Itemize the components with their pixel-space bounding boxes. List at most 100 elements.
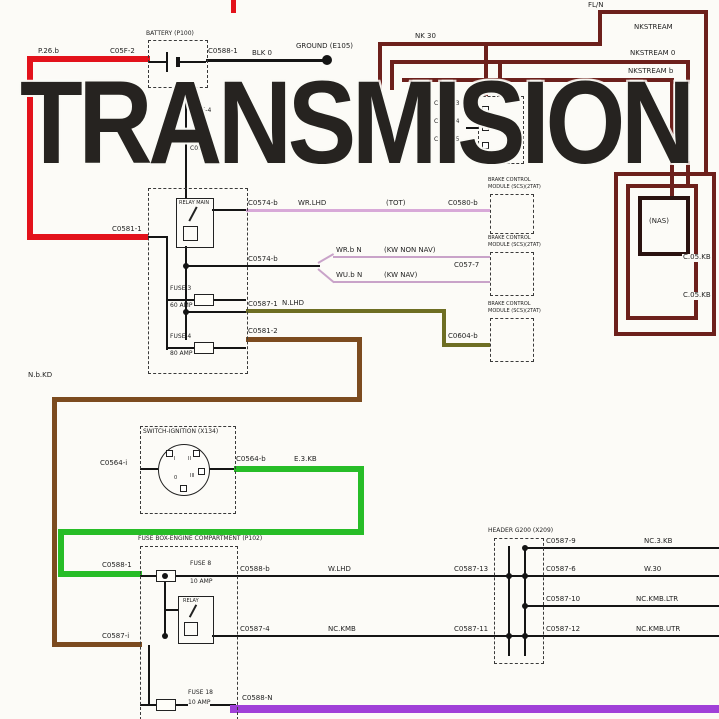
wire-maroon-drop-b — [498, 62, 502, 96]
header-bus-2 — [524, 546, 526, 656]
wire-relay-out2-stub — [185, 265, 246, 267]
wire-olive-h2 — [442, 343, 490, 347]
wire-green-h3 — [58, 571, 142, 577]
battery-lead-right — [180, 61, 206, 63]
label-below-batt-2: C0574-4 — [190, 145, 216, 152]
header-g200-box — [494, 538, 544, 664]
header-row-wire-2 — [526, 605, 719, 607]
wire-battery-down — [185, 86, 187, 198]
label-stream2: NKSTREAM 0 — [630, 49, 676, 57]
wire-fork-bottom — [333, 281, 490, 283]
wire-fuse8-row — [140, 575, 236, 577]
label-out1-wire: WR.LHD — [298, 199, 327, 207]
fusebox-dot-2 — [162, 633, 168, 639]
label-battery-wire-out: BLK 0 — [252, 49, 272, 57]
wire-fork-stem — [246, 265, 320, 267]
wire-red-entry-internal — [148, 236, 168, 238]
wire-pink-out1 — [246, 209, 490, 212]
relay-main-coil — [183, 226, 198, 241]
label-header-row1-wire: W.30 — [644, 565, 662, 573]
label-stream3: NKSTREAM b — [628, 67, 674, 75]
label-ignition-p0: 0 — [174, 475, 178, 481]
battery-box — [148, 40, 208, 88]
wire-fusebox-to-relay — [164, 609, 178, 611]
label-out-mid-conn: C0587-4 — [240, 625, 270, 633]
label-out2-conn: C0574-b — [248, 255, 278, 263]
ignition-lead-right — [208, 468, 234, 470]
label-module2-line2: MODULE (SCS)(2TAT) — [488, 242, 541, 248]
page-title: TRANSMISION — [20, 57, 695, 189]
label-module1-line1: BRAKE CONTROL — [488, 177, 531, 183]
wire-maroon-tail-2 — [390, 60, 394, 90]
label-header-row3-wire: NC.KMB.UTR — [636, 625, 681, 633]
label-header-row1-conn: C0587-6 — [546, 565, 576, 573]
relay-junction-dot-2 — [183, 309, 189, 315]
label-module-top-pin-2: C0581-4 — [434, 118, 460, 125]
label-relay-main: RELAY MAIN — [179, 200, 210, 206]
label-fusebox-relay: RELAY — [183, 598, 199, 604]
nas-dark-rect — [638, 196, 690, 256]
label-module-top-pin-3: C0581-5 — [434, 136, 460, 143]
label-nas-conn-2: C.05.KB — [682, 291, 712, 300]
wire-green-h1 — [234, 466, 364, 472]
wire-red-top-stub — [231, 0, 236, 13]
label-ignition-p2: II — [188, 456, 191, 462]
wire-relay-bottom-bus — [185, 246, 187, 340]
brake-module-1-box — [490, 194, 534, 234]
wire-red-top — [27, 56, 150, 62]
module-top-pin-3 — [482, 142, 489, 149]
label-out1-note: (TOT) — [386, 199, 406, 207]
wire-maroon-drop-a — [484, 44, 488, 96]
brake-module-2-box — [490, 252, 534, 296]
label-relaybox-conn-in: C0581-1 — [112, 225, 142, 233]
label-out-mid-wire: NC.KMB — [328, 625, 356, 633]
header-stub-left-1 — [494, 575, 510, 577]
header-dot-4 — [522, 573, 528, 579]
wire-red-left-vertical — [27, 56, 33, 240]
ground-junction-dot — [322, 55, 332, 65]
ignition-pin-2 — [193, 450, 200, 457]
fusebox-title: FUSE BOX-ENGINE COMPARTMENT (P102) — [138, 535, 263, 542]
wire-maroon-tail-1 — [378, 42, 382, 90]
wire-olive-h1 — [246, 309, 446, 313]
header-bus-1 — [508, 546, 510, 656]
wire-battery-ground — [206, 59, 326, 62]
wire-maroon-h2 — [390, 60, 690, 64]
label-ignition-conn-left: C0564-i — [100, 459, 128, 467]
header-dot-1 — [506, 573, 512, 579]
fusebox-relay-coil — [184, 622, 198, 636]
wire-fork-diag-up — [317, 253, 335, 264]
label-ignition-p1: I — [174, 456, 176, 462]
header-stub-left-2 — [494, 635, 510, 637]
wire-green-v2 — [58, 529, 64, 577]
nas-outer-rect — [614, 172, 716, 336]
module-top-pin-2 — [482, 124, 489, 131]
ignition-pin-1 — [166, 450, 173, 457]
label-ground: GROUND (E105) — [296, 42, 354, 50]
wire-relay-out-mid — [212, 635, 236, 637]
module-top-pin-stub-1 — [466, 109, 478, 111]
label-nk30: NK 30 — [415, 32, 436, 40]
module-top-box — [478, 96, 524, 164]
fusebox-relay — [178, 596, 214, 644]
wire-fusebox-left-bus — [164, 577, 166, 637]
ignition-pin-3 — [198, 468, 205, 475]
label-brown-wire: N.b.KD — [28, 371, 53, 379]
wire-out-top — [236, 575, 494, 577]
header-title: HEADER G200 (X209) — [488, 527, 554, 534]
label-out2-dest: C057-7 — [454, 261, 480, 269]
label-header-row3-conn: C0587-12 — [546, 625, 581, 633]
label-fuse8: FUSE 8 — [190, 560, 212, 567]
ignition-switch-box — [140, 426, 236, 514]
wire-brown-v2 — [52, 397, 57, 647]
label-out3-wire: N.LHD — [282, 299, 305, 307]
label-out-top-wire: W.LHD — [328, 565, 351, 573]
label-fuse3: FUSE 3 — [170, 285, 192, 292]
label-out1-conn: C0574-b — [248, 199, 278, 207]
label-fln: FL/N — [588, 1, 604, 9]
label-out2b-note: (KW NAV) — [384, 271, 418, 279]
label-fuse4: FUSE 4 — [170, 333, 192, 340]
ignition-lead-left — [140, 468, 158, 470]
label-header-row0-conn: C0587-9 — [546, 537, 576, 545]
fusebox-dot-1 — [162, 573, 168, 579]
